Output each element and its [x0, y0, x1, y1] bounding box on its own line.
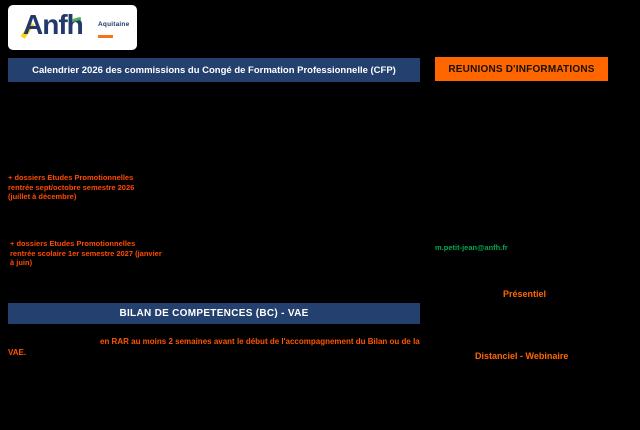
reunions-informations-banner: REUNIONS D'INFORMATIONS [435, 57, 608, 81]
bilan-competences-banner-title: BILAN DE COMPETENCES (BC) - VAE [119, 308, 309, 319]
reunions-informations-banner-title: REUNIONS D'INFORMATIONS [448, 63, 595, 75]
logo-orange-dash-icon [98, 35, 113, 38]
contact-email-link[interactable]: m.petit-jean@anfh.fr [435, 243, 508, 252]
note-etudes-promotionnelles-2027: + dossiers Etudes Promotionnelles rentré… [10, 239, 162, 267]
bilan-deadline-note: en RAR au moins 2 semaines avant le débu… [8, 337, 420, 357]
bilan-competences-banner: BILAN DE COMPETENCES (BC) - VAE [8, 303, 420, 324]
logo-region-text: Aquitaine [98, 21, 130, 28]
logo-brand-text: Anfh [23, 9, 84, 40]
cfp-calendar-banner-title: Calendrier 2026 des commissions du Congé… [32, 64, 396, 76]
note-etudes-promotionnelles-2026: + dossiers Etudes Promotionnelles rentré… [8, 173, 135, 201]
mode-distanciel-label: Distanciel - Webinaire [475, 351, 569, 361]
cfp-calendar-banner: Calendrier 2026 des commissions du Congé… [8, 58, 420, 82]
anfh-logo: Anfh Aquitaine [8, 5, 137, 50]
mode-presentiel-label: Présentiel [503, 289, 547, 299]
